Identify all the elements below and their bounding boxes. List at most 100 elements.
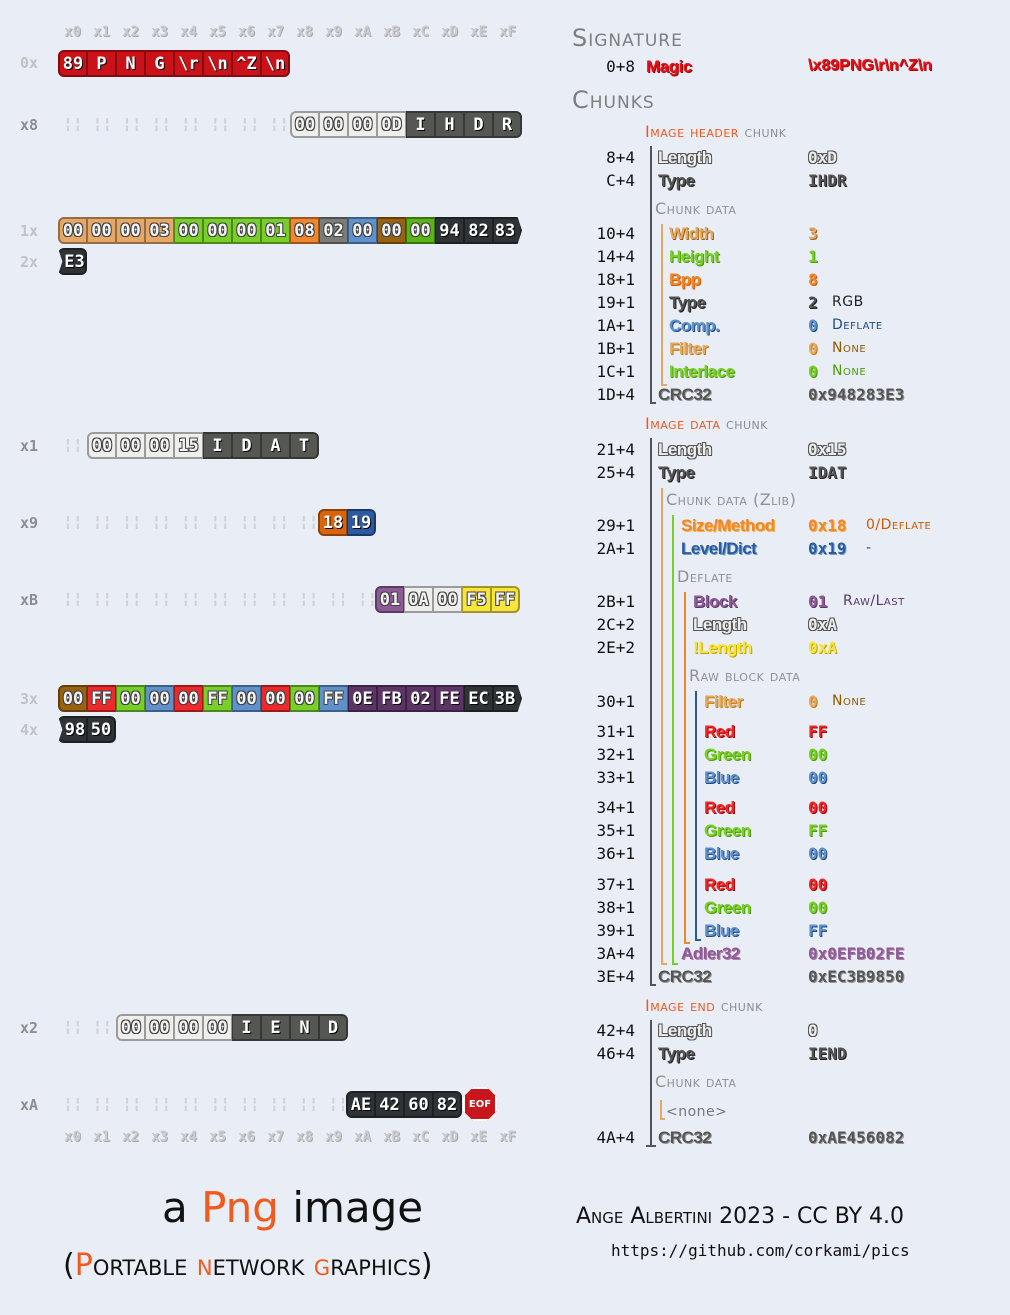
byte: 00	[433, 586, 462, 613]
field-value: 0xEC3B9850	[808, 967, 905, 986]
subtitle-part: ortable	[92, 1248, 197, 1283]
chunks-title: Chunks	[572, 86, 655, 114]
byte: FF	[203, 685, 232, 712]
col-label: x2	[122, 1129, 139, 1145]
field-name: Length	[693, 615, 747, 634]
byte: N	[116, 50, 145, 77]
byte: 15	[174, 432, 203, 459]
none-label: <none>	[666, 1104, 728, 1120]
field-name: Size/Method	[681, 516, 775, 535]
idat-crc-bytes: 98 50	[58, 716, 116, 743]
field-name: Filter	[669, 339, 708, 358]
field-value: IEND	[808, 1044, 847, 1063]
col-label: x3	[151, 1129, 168, 1145]
field-name: Green	[704, 745, 751, 764]
byte: 01	[261, 217, 290, 244]
field-value: 3	[808, 224, 818, 243]
offset: 3A+4	[596, 944, 635, 963]
bracket-end	[661, 963, 667, 965]
offset: 36+1	[596, 844, 635, 863]
field-value: IHDR	[808, 171, 847, 190]
field-name: Blue	[704, 921, 739, 940]
row-label: 3x	[20, 690, 39, 708]
field-name: Green	[704, 821, 751, 840]
column-ruler-bottom: x0 x1 x2 x3 x4 x5 x6 x7 x8 x9 xA xB xC x…	[58, 1129, 522, 1145]
field-name: CRC32	[658, 1128, 712, 1147]
byte: 00	[348, 217, 377, 244]
bracket-end	[684, 942, 690, 944]
offset: 32+1	[596, 745, 635, 764]
field-value: 2	[808, 293, 818, 312]
field-note: RGB	[832, 294, 864, 310]
deflate-bracket	[684, 592, 686, 944]
offset: 38+1	[596, 898, 635, 917]
idat-header-bytes: 00 00 00 15 I D A T	[87, 432, 319, 459]
subtitle-initial: g	[313, 1248, 331, 1283]
field-value: 0x19	[808, 539, 847, 558]
zlib-inner-bracket	[672, 515, 674, 965]
title-part: header	[690, 122, 739, 141]
field-name: Type	[669, 293, 706, 312]
byte: 00	[290, 685, 319, 712]
field-note: Deflate	[832, 317, 883, 333]
byte: I	[203, 432, 232, 459]
subtitle-part: (	[63, 1248, 75, 1283]
row-label: 0x	[20, 54, 39, 72]
field-value: 0xA	[808, 638, 837, 657]
byte: A	[261, 432, 290, 459]
col-label: x8	[296, 24, 313, 40]
byte: D	[319, 1014, 348, 1041]
deflate-title: Deflate	[677, 567, 733, 586]
offset: 37+1	[596, 875, 635, 894]
field-name: Length	[658, 148, 712, 167]
field-note: 0/Deflate	[866, 517, 932, 533]
idat-title: Image data chunk	[645, 414, 768, 433]
col-label: x1	[93, 1129, 110, 1145]
byte: 00	[145, 1014, 174, 1041]
col-label: xA	[354, 24, 371, 40]
byte: 3B	[493, 685, 522, 712]
field-name: Blue	[704, 768, 739, 787]
bracket-end	[646, 1145, 656, 1147]
bracket-end	[672, 963, 678, 965]
col-label: xD	[441, 1129, 458, 1145]
col-label: x5	[209, 1129, 226, 1145]
byte: 00	[319, 111, 348, 138]
field-value: IDAT	[808, 463, 847, 482]
source-url[interactable]: https://github.com/corkami/pics	[611, 1241, 910, 1260]
byte: 03	[145, 217, 174, 244]
field-value: 01	[808, 592, 828, 611]
byte: R	[493, 111, 522, 138]
byte: AE	[346, 1091, 375, 1118]
row-label: x9	[20, 514, 39, 532]
offset: 10+4	[596, 224, 635, 243]
col-label: x0	[64, 24, 81, 40]
field-note: None	[832, 693, 867, 709]
row-label: x2	[20, 1019, 39, 1037]
byte: 00	[232, 217, 261, 244]
byte: D	[464, 111, 493, 138]
offset: 31+1	[596, 722, 635, 741]
byte: FF	[319, 685, 348, 712]
field-note: -	[866, 540, 872, 556]
byte: \n	[203, 50, 232, 77]
byte: 00	[116, 432, 145, 459]
byte: 00	[174, 217, 203, 244]
byte: 00	[348, 111, 377, 138]
byte: 00	[261, 685, 290, 712]
field-value: 0	[808, 316, 818, 335]
signature-bytes: 89 P N G \r \n ^Z \n	[58, 50, 290, 77]
subtitle-part: etwork	[212, 1248, 314, 1283]
byte: 82	[433, 1091, 462, 1118]
byte: EC	[464, 685, 493, 712]
field-name: CRC32	[658, 385, 712, 404]
padding-dots: ╏╏ ╏╏	[64, 1021, 114, 1036]
iend-title: Image end chunk	[645, 996, 763, 1015]
padding-dots: ╏╏ ╏╏ ╏╏ ╏╏ ╏╏ ╏╏ ╏╏ ╏╏ ╏╏ ╏╏ ╏╏	[64, 593, 379, 608]
field-value: 0xAE456082	[808, 1128, 905, 1147]
field-name: Length	[658, 440, 712, 459]
subtitle-initial: P	[74, 1248, 93, 1283]
field-name: CRC32	[658, 967, 712, 986]
col-label: x2	[122, 24, 139, 40]
byte: 01	[375, 586, 404, 613]
